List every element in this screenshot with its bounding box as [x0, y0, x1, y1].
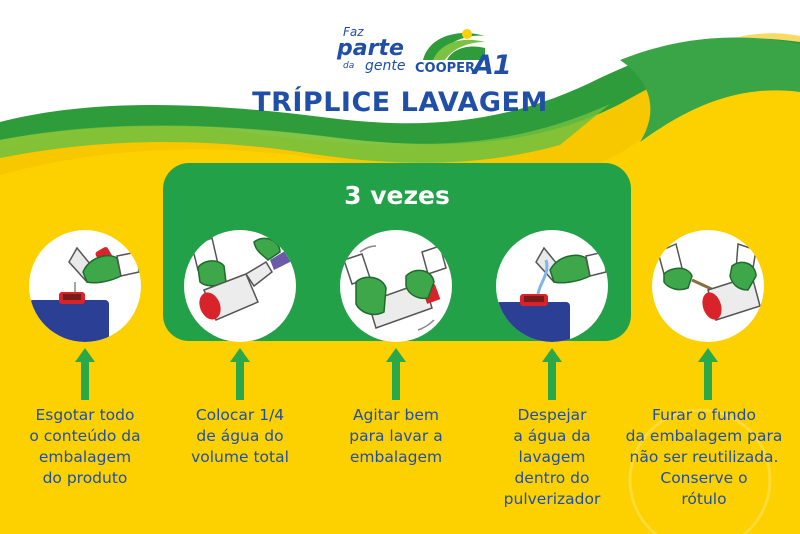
- brand-cooper: COOPER: [415, 61, 476, 76]
- step-4-caption: Despejar a água da lavagem dentro do pul…: [482, 405, 622, 510]
- caption-line: Colocar 1/4: [195, 406, 285, 424]
- caption-line: Despejar: [517, 406, 587, 424]
- arrow-up-icon: [542, 348, 562, 400]
- caption-line: rótulo: [681, 490, 727, 508]
- caption-line: Furar o fundo: [652, 406, 756, 424]
- slogan-line-4: gente: [365, 58, 406, 74]
- brand-a1: A1: [473, 50, 512, 81]
- step-1-caption: Esgotar todo o conteúdo da embalagem do …: [20, 405, 150, 489]
- caption-line: volume total: [191, 448, 289, 466]
- caption-line: para lavar a: [349, 427, 443, 445]
- step-3-illustration: [340, 230, 452, 342]
- step-3-caption: Agitar bem para lavar a embalagem: [331, 405, 461, 468]
- slogan-line-1: Faz: [343, 25, 364, 39]
- brand-logo: COOPER A1: [415, 24, 525, 84]
- arrow-up-icon: [230, 348, 250, 400]
- step-5-illustration: [652, 230, 764, 342]
- caption-line: Conserve o: [660, 469, 748, 487]
- slogan-line-3: da: [343, 61, 355, 71]
- slogan: Faz parte da gente: [335, 24, 415, 78]
- arrow-up-icon: [698, 348, 718, 400]
- pour-out-illustration: [29, 246, 140, 342]
- field-icon: [423, 29, 485, 60]
- caption-line: o conteúdo da: [29, 427, 141, 445]
- shake-illustration: [343, 245, 447, 331]
- caption-line: dentro do: [514, 469, 590, 487]
- caption-line: embalagem: [349, 448, 443, 466]
- step-5-caption: Furar o fundo da embalagem para não ser …: [612, 405, 796, 510]
- step-2-illustration: [184, 230, 296, 342]
- step-1-illustration: [29, 230, 141, 342]
- arrow-up-icon: [386, 348, 406, 400]
- caption-line: pulverizador: [503, 490, 601, 508]
- caption-line: embalagem: [38, 448, 132, 466]
- caption-line: da embalagem para: [625, 427, 783, 445]
- caption-line: do produto: [42, 469, 128, 487]
- pierce-illustration: [657, 242, 761, 321]
- caption-line: Esgotar todo: [35, 406, 135, 424]
- caption-line: de água do: [196, 427, 284, 445]
- slogan-line-2: parte: [337, 36, 404, 61]
- fill-water-illustration: [191, 236, 294, 321]
- step-4-illustration: [496, 230, 608, 342]
- arrow-up-icon: [75, 348, 95, 400]
- logo: Faz parte da gente COOPER A1: [335, 24, 525, 84]
- repeat-count: 3 vezes: [344, 181, 450, 210]
- caption-line: Agitar bem: [352, 406, 440, 424]
- caption-line: não ser reutilizada.: [629, 448, 779, 466]
- caption-line: a água da: [513, 427, 591, 445]
- step-2-caption: Colocar 1/4 de água do volume total: [175, 405, 305, 468]
- page-title: TRÍPLICE LAVAGEM: [252, 87, 548, 118]
- pour-into-sprayer-illustration: [496, 246, 607, 342]
- caption-line: lavagem: [518, 448, 586, 466]
